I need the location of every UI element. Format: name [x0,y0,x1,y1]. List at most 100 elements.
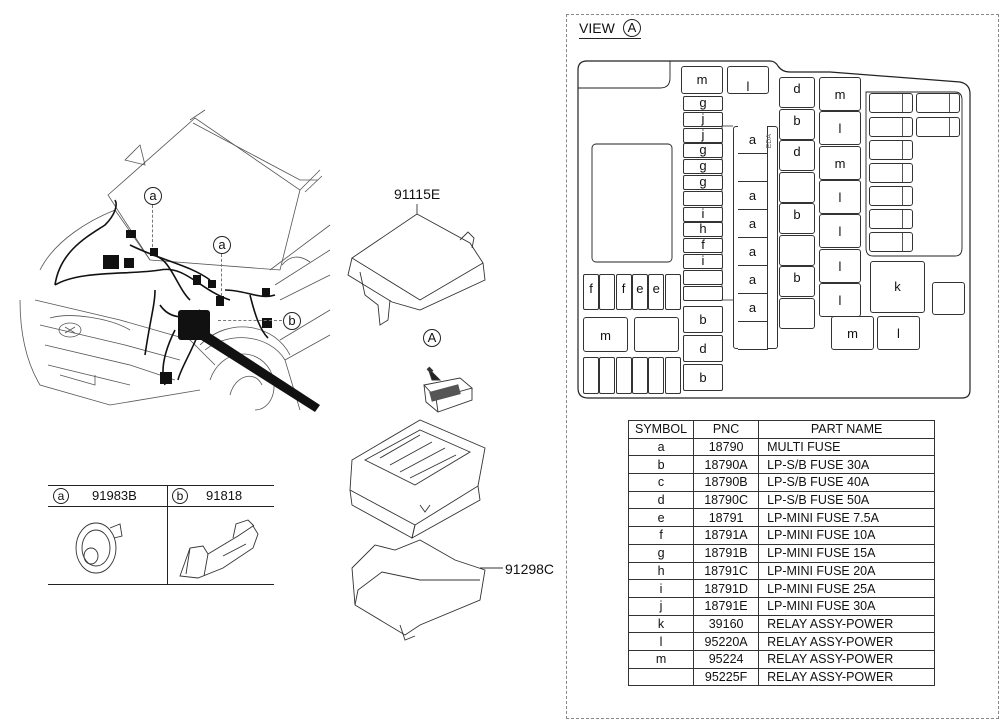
cell-part-name: RELAY ASSY-POWER [758,649,936,669]
cell-part-name: LP-MINI FUSE 15A [758,543,936,563]
callout-leader-a-2 [221,254,222,296]
slot-relay-l-bottom: l [877,316,920,350]
cell-part-name: RELAY ASSY-POWER [758,667,936,687]
cell-symbol: h [627,561,695,581]
slot-relay-k: k [870,261,925,313]
cell-pnc: 95220A [693,632,760,651]
view-a-panel [566,14,999,719]
slot-multi-fuse-a: a [738,182,768,210]
cell-part-name: LP-MINI FUSE 7.5A [758,508,936,528]
slot-fuse-f: f [615,274,632,310]
slot-fuse-pair [869,140,913,160]
fuse-pair-divider [902,118,903,136]
slot-fuse-pair [916,93,960,113]
slot-fuse-empty [664,274,681,310]
slot-fuse-empty [631,357,648,394]
fuse-pair-divider [949,118,950,136]
slot-relay-empty-bottom-left [634,317,679,352]
upper-cover-outline [351,213,484,301]
fuse-pair-divider [902,187,903,205]
lower-cover-part-number: 91298C [505,561,555,577]
slot-fuse-b: b [683,364,723,391]
cell-part-name: RELAY ASSY-POWER [758,614,936,634]
slot-multi-fuse-a: a [738,126,768,154]
slot-fuse-f: f [683,237,723,254]
cell-symbol: m [627,649,695,669]
cell-part-name: RELAY ASSY-POWER [758,632,936,651]
accessory-b-part-number: 91818 [206,488,243,503]
slot-fuse-empty [683,269,723,285]
slot-fuse-i: i [683,206,723,222]
cell-symbol [627,667,695,687]
slot-relay-m: m [819,145,861,180]
slot-fuse-empty [615,357,632,394]
slot-relay-m-bottom-left: m [583,317,628,352]
slot-relay-l: l [819,282,861,317]
slot-sb-fuse-b: b [779,108,815,140]
slot-fuse-g: g [683,158,723,175]
slot-relay-l: l [819,248,861,283]
slot-fuse-g: g [683,95,723,111]
cell-symbol: c [627,473,695,492]
view-a-marker: A [423,329,441,347]
fuse-pair-divider [949,94,950,112]
cell-part-name: LP-S/B FUSE 50A [758,490,936,510]
callout-a-1: a [144,187,162,205]
slot-fuse-h: h [683,221,723,238]
cell-part-name: LP-MINI FUSE 30A [758,596,936,616]
slot-fuse-pair [869,232,913,252]
cell-part-name: LP-S/B FUSE 40A [758,473,936,492]
accessory-a-part-number: 91983B [92,488,137,503]
slot-fuse-i: i [683,253,723,269]
cell-part-name: LP-MINI FUSE 10A [758,526,936,545]
slot-fuse-empty [683,285,723,301]
fuse-pair-divider [902,94,903,112]
slot-fuse-g: g [683,142,723,159]
slot-fuse-j: j [683,111,723,127]
accessory-divider [167,486,168,584]
slot-multi-fuse-a: a [738,238,768,266]
view-marker-circle: A [623,19,641,37]
fuse-pair-divider [902,141,903,159]
slot-relay-m-top: m [681,66,723,94]
slot-relay-l: l [819,179,861,214]
slot-fuse-e: e [631,274,648,310]
slot-fuse-g: g [683,174,723,190]
callout-leader-a-1 [152,205,153,247]
cell-part-name: LP-MINI FUSE 20A [758,561,936,581]
slot-multi-fuse-empty [738,154,768,182]
cell-symbol: j [627,596,695,616]
cell-pnc: 18791E [693,596,760,616]
slot-fuse-j: j [683,127,723,143]
cell-part-name: LP-MINI FUSE 25A [758,579,936,598]
callout-b: b [283,312,301,330]
cell-symbol: a [627,437,695,457]
cell-pnc: 18790C [693,490,760,510]
callout-leader-b [218,320,282,321]
cell-pnc: 18790 [693,437,760,457]
view-title: VIEW A [579,19,641,39]
slot-relay-m: m [819,77,861,111]
slot-sb-fuse-b: b [779,203,815,234]
header-pnc: PNC [693,420,760,439]
accessory-header [48,486,274,507]
slot-fuse-pair [869,163,913,183]
cell-part-name: MULTI FUSE [758,437,936,457]
cell-pnc: 18791C [693,561,760,581]
slot-fuse-pair [916,117,960,137]
slot-multi-fuse-a: a [738,210,768,238]
slot-fuse-empty [648,357,665,394]
slot-fuse-empty [583,357,599,394]
slot-sb-fuse-d: d [779,77,815,108]
